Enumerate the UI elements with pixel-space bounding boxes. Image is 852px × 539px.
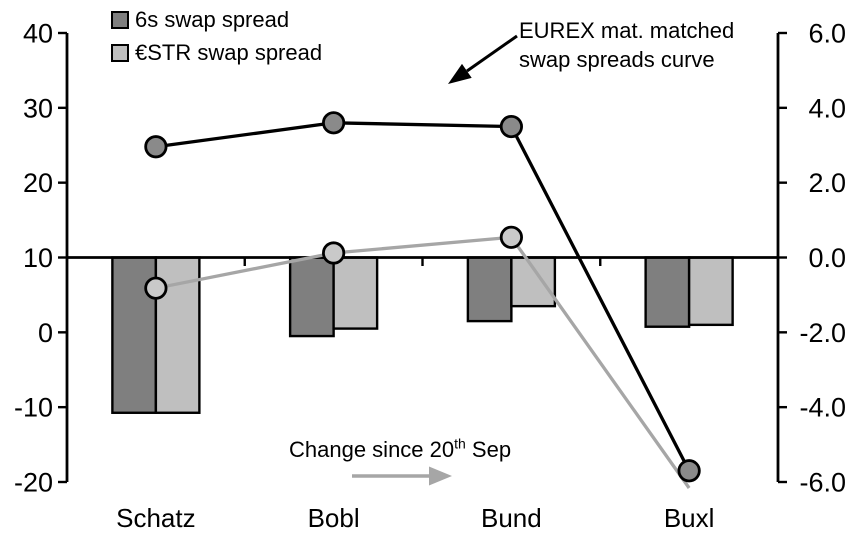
marker-estr-bund xyxy=(499,225,523,249)
marker-6s-bund xyxy=(499,114,523,139)
marker-estr-schatz xyxy=(144,276,168,300)
bar-estr-bobl xyxy=(332,256,379,330)
left-axis-tick-label: 30 xyxy=(23,93,53,123)
legend-item-6s: 6s swap spread xyxy=(111,9,322,31)
change-annotation-text: Change since 20 xyxy=(289,437,455,462)
change-annotation-sup: th xyxy=(454,435,466,452)
bar-6s-buxl xyxy=(644,256,691,328)
left-axis-tick-label: 20 xyxy=(23,168,53,198)
legend-swatch-6s-icon xyxy=(111,11,129,29)
left-axis-tick-label: -20 xyxy=(14,468,53,498)
change-annotation: Change since 20th Sep xyxy=(289,435,511,464)
chart-legend: 6s swap spread €STR swap spread xyxy=(111,9,322,64)
right-axis-tick-label: -6.0 xyxy=(799,468,846,498)
legend-item-estr: €STR swap spread xyxy=(111,42,322,64)
right-axis-tick-label: 2.0 xyxy=(808,168,846,198)
line-6s xyxy=(155,121,691,472)
right-axis-tick-label: -2.0 xyxy=(799,318,846,348)
left-axis-tick-label: 10 xyxy=(23,243,53,273)
category-label-schatz: Schatz xyxy=(116,503,196,533)
legend-label-6s: 6s swap spread xyxy=(135,7,290,32)
left-axis-tick-label: 40 xyxy=(23,19,53,49)
curve-annotation-line2: swap spreads curve xyxy=(519,47,715,72)
marker-estr-bobl xyxy=(322,241,346,265)
curve-annotation-line1: EUREX mat. matched xyxy=(519,18,735,43)
line-estr xyxy=(155,235,691,489)
right-axis-tick-label: 4.0 xyxy=(808,93,846,123)
curve-annotation-arrow xyxy=(466,34,518,73)
curve-annotation: EUREX mat. matched swap spreads curve xyxy=(519,16,734,74)
right-axis-tick-label: 0.0 xyxy=(808,243,846,273)
left-axis-tick-label: -10 xyxy=(14,393,53,423)
legend-label-estr: €STR swap spread xyxy=(135,40,323,65)
right-axis-tick-label: -4.0 xyxy=(799,393,846,423)
right-axis-tick-label: 6.0 xyxy=(808,19,846,49)
bar-estr-buxl xyxy=(687,256,734,327)
change-arrowhead-icon xyxy=(429,466,452,486)
marker-6s-buxl xyxy=(677,459,701,483)
left-axis-tick-label: 0 xyxy=(38,318,53,348)
bar-6s-bobl xyxy=(288,256,335,338)
legend-swatch-estr-icon xyxy=(111,44,129,62)
category-label-buxl: Buxl xyxy=(664,503,715,533)
category-label-bobl: Bobl xyxy=(308,503,360,533)
change-annotation-text2: Sep xyxy=(465,437,512,462)
bar-estr-bund xyxy=(510,256,557,308)
marker-6s-schatz xyxy=(144,135,168,159)
category-label-bund: Bund xyxy=(481,503,542,533)
curve-annotation-arrowhead-icon xyxy=(448,63,472,84)
bar-6s-bund xyxy=(466,256,513,323)
marker-6s-bobl xyxy=(322,111,346,135)
